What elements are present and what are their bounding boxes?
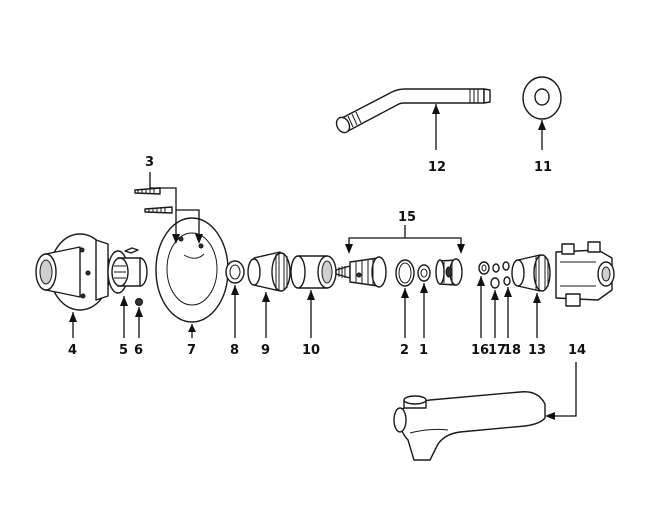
escutcheon-plate [155, 217, 229, 323]
callout-2: 2 [400, 343, 409, 358]
callout-3: 3 [145, 155, 154, 170]
callout-6: 6 [134, 343, 143, 358]
leader-lines [69, 104, 577, 420]
callout-18: 18 [503, 343, 521, 358]
callout-8: 8 [230, 343, 239, 358]
callout-1: 1 [419, 343, 428, 358]
shower-arm-flange [522, 76, 562, 120]
callout-12: 12 [428, 160, 446, 175]
valve-stem [335, 256, 387, 288]
callout-5: 5 [119, 343, 128, 358]
callout-9: 9 [261, 343, 270, 358]
callout-7: 7 [187, 343, 196, 358]
seat [435, 258, 463, 286]
o-ring [395, 259, 415, 287]
callout-13: 13 [528, 343, 546, 358]
washer-8 [225, 260, 245, 284]
small-seals [478, 261, 511, 289]
diverter [511, 254, 551, 292]
callout-15: 15 [398, 210, 416, 225]
sleeve [290, 255, 337, 289]
stem-adapter [107, 247, 148, 294]
handle [35, 233, 111, 311]
callout-14: 14 [568, 343, 586, 358]
screws [134, 187, 173, 214]
callout-17: 17 [488, 343, 506, 358]
small-nut [135, 298, 143, 306]
callout-labels: 12 11 3 15 4 5 6 7 8 9 10 2 1 16 17 18 1… [68, 155, 586, 358]
tub-spout [393, 391, 546, 461]
callout-4: 4 [68, 343, 77, 358]
washer-1 [417, 264, 431, 282]
valve-body [555, 241, 615, 307]
callout-10: 10 [302, 343, 320, 358]
shower-arm [335, 88, 491, 134]
callout-16: 16 [471, 343, 489, 358]
bonnet-nut [247, 251, 291, 292]
callout-11: 11 [534, 160, 552, 175]
